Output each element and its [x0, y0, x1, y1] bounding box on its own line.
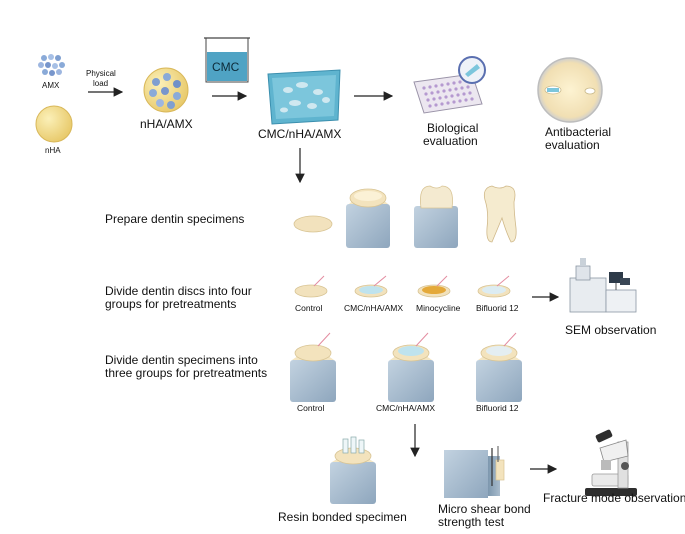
discs-title-line2: groups for pretreatments — [105, 297, 237, 311]
disc-group-bifluorid-label: Bifluorid 12 — [476, 303, 519, 313]
resin-bonded-specimen-icon — [330, 436, 376, 504]
specimen-control-icon — [290, 332, 336, 402]
disc-group-control-label: Control — [295, 303, 323, 313]
sem-observation-label: SEM observation — [565, 323, 657, 337]
nha-label: nHA — [45, 146, 61, 155]
embedded-tooth-block-icon — [346, 188, 390, 248]
disc-bifluorid-icon — [477, 275, 511, 298]
micro-shear-device-icon — [444, 446, 505, 498]
specimen-cmc-icon — [388, 332, 434, 402]
antibacterial-evaluation-line2: evaluation — [545, 138, 600, 152]
prepare-dentin-label: Prepare dentin specimens — [105, 212, 245, 226]
molar-tooth-icon — [483, 185, 517, 243]
amx-label: AMX — [42, 81, 60, 90]
physical-load-label-line1: Physical — [86, 69, 116, 78]
tooth-crown-block-icon — [414, 185, 458, 248]
sem-microscope-icon — [569, 258, 637, 313]
cmc-nha-amx-label: CMC/nHA/AMX — [258, 127, 342, 141]
specimen-group-control-label: Control — [297, 403, 325, 413]
disc-group-cmc-label: CMC/nHA/AMX — [344, 303, 404, 313]
micro-shear-label-line1: Micro shear bond — [438, 502, 531, 516]
physical-load-label-line2: load — [93, 79, 109, 88]
biological-evaluation-line1: Biological — [427, 121, 479, 135]
disc-group-minocycline-label: Minocycline — [416, 303, 461, 313]
nha-sphere-icon — [35, 105, 73, 143]
biological-evaluation-line2: evaluation — [423, 134, 478, 148]
nha-amx-label: nHA/AMX — [140, 117, 193, 131]
cmc-nha-amx-film-icon — [267, 69, 341, 125]
specimens-title-line2: three groups for pretreatments — [105, 366, 268, 380]
micro-shear-label-line2: strength test — [438, 515, 505, 529]
specimens-title-line1: Divide dentin specimens into — [105, 353, 258, 367]
specimen-group-cmc-label: CMC/nHA/AMX — [376, 403, 436, 413]
resin-bonded-label: Resin bonded specimen — [278, 510, 407, 524]
disc-cmc-icon — [354, 275, 388, 298]
amx-particles-icon — [38, 54, 65, 76]
cmc-label: CMC — [212, 60, 240, 74]
specimen-group-bifluorid-label: Bifluorid 12 — [476, 403, 519, 413]
antibacterial-evaluation-line1: Antibacterial — [545, 125, 612, 139]
specimen-bifluorid-icon — [476, 332, 522, 402]
agar-plate-icon — [537, 57, 603, 123]
fracture-mode-label: Fracture mode observation — [543, 491, 685, 505]
cmc-beaker-icon — [204, 37, 250, 83]
stereo-microscope-icon — [585, 429, 637, 496]
disc-control-icon — [294, 275, 328, 298]
discs-title-line1: Divide dentin discs into four — [105, 284, 252, 298]
nha-amx-sphere-icon — [143, 67, 189, 113]
well-plate-icon — [413, 56, 486, 114]
disc-minocycline-icon — [417, 275, 451, 298]
dentin-disc-icon — [293, 215, 333, 233]
